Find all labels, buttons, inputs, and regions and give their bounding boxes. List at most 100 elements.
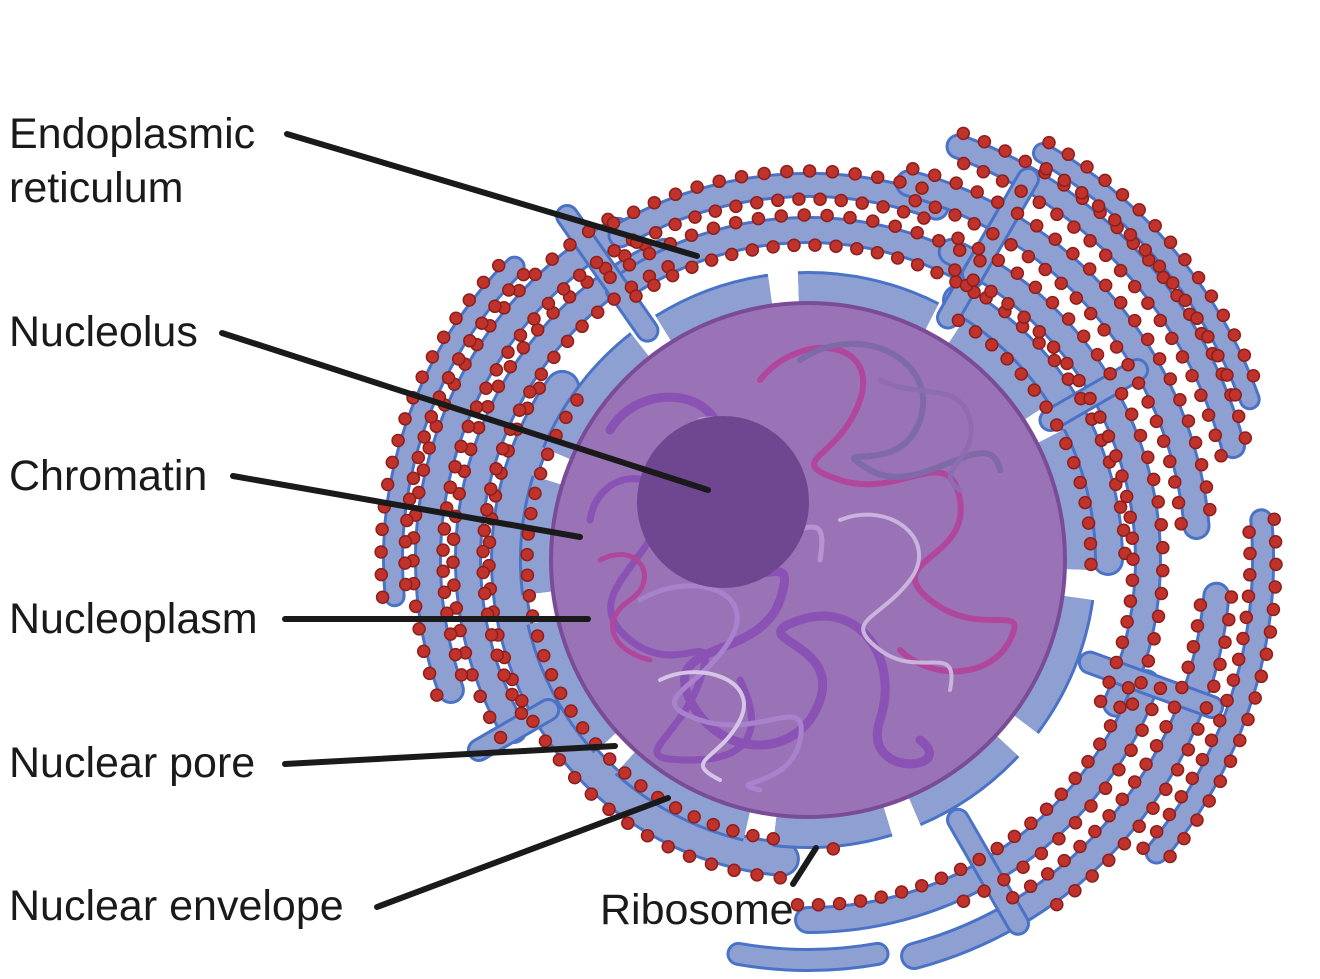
ribosome-dot — [1027, 383, 1042, 397]
ribosome-dot — [1098, 278, 1113, 293]
ribosome-dot — [956, 126, 971, 141]
ribosome-dot — [876, 200, 890, 214]
ribosome-dot — [1227, 328, 1242, 342]
er-sheet — [385, 258, 523, 605]
ribosome-dot — [1151, 609, 1166, 624]
ribosome-dot — [476, 544, 490, 559]
ribosome-dot — [1098, 248, 1113, 263]
label-nucleoplasm: Nucleoplasm — [9, 595, 258, 643]
ribosome-dot — [928, 200, 943, 215]
ribosome-dot — [1083, 536, 1098, 551]
ribosome-dot — [1016, 860, 1030, 874]
ribosome-dot — [1190, 813, 1204, 827]
ribosome-dot — [1088, 824, 1102, 839]
ribosome-dot — [475, 316, 489, 330]
ribosome-dot — [1093, 694, 1108, 709]
ribosome-dot — [575, 319, 589, 334]
ribosome-dot — [412, 485, 426, 500]
ribosome-dot — [1239, 610, 1254, 625]
nuclear-envelope-segment — [948, 320, 1048, 420]
ribosome-dot — [1163, 454, 1177, 469]
ribosome-dot — [995, 174, 1010, 188]
ribosome-dot — [1121, 681, 1136, 695]
ribosome-dot — [1073, 475, 1087, 490]
ribosome-dot — [618, 766, 632, 780]
ribosome-dot — [1066, 246, 1080, 261]
ribosome-dot — [380, 477, 395, 492]
ribosome-dot — [1241, 712, 1255, 727]
ribosome-dot — [997, 872, 1011, 887]
ribosome-dot — [454, 668, 469, 682]
ribosome-dot — [745, 243, 760, 257]
ribosome-dot — [952, 243, 967, 257]
ribosome-dot — [1102, 853, 1116, 868]
ribosome-dot — [728, 215, 743, 230]
ribosome-dot — [1175, 680, 1189, 695]
ribosome-dot — [1127, 775, 1142, 789]
ribosome-dot — [602, 752, 617, 766]
er-bridge — [1080, 653, 1222, 717]
ribosome-dot — [750, 868, 764, 882]
ribosome-dot — [1214, 449, 1228, 463]
ribosome-dot — [553, 686, 568, 700]
ribosome-dot — [751, 211, 766, 226]
ribosome-dot — [489, 461, 503, 476]
er-sheet — [1035, 145, 1258, 408]
ribosome-dot — [853, 894, 868, 908]
ribosome-dot — [477, 586, 492, 601]
er-sheet — [940, 240, 1159, 715]
ribosome-dot — [1226, 673, 1241, 687]
ribosome-dot — [1052, 831, 1066, 846]
ribosome-dot — [874, 890, 888, 904]
ribosome-dot — [1154, 586, 1169, 601]
ribosome-dot — [1103, 366, 1117, 381]
er-sheet — [948, 136, 1243, 457]
ribosome-dot — [1127, 313, 1142, 328]
ribosome-dot — [1125, 531, 1140, 545]
ribosome-dot — [1159, 782, 1173, 797]
ribosome-dot — [647, 195, 662, 210]
ribosome-dot — [1038, 262, 1052, 277]
ribosome-dot — [1032, 324, 1047, 339]
ribosome-dot — [1204, 733, 1219, 748]
ribosome-dot — [1194, 457, 1209, 472]
ribosome-dot — [1259, 647, 1274, 661]
ribosome-dot — [1127, 279, 1142, 294]
ribosome-dot — [951, 231, 965, 246]
ribosome-dot — [991, 253, 1006, 268]
ribosome-dot — [1024, 816, 1038, 831]
ribosome-dot — [501, 345, 515, 359]
ribosome-dot — [488, 299, 502, 314]
ribosome-dot — [1246, 369, 1261, 383]
ribosome-dot — [1146, 801, 1160, 815]
ribosome-dot — [1175, 350, 1190, 364]
chromatin-leader-line — [230, 473, 583, 540]
ribosome-dot — [398, 577, 413, 592]
ribosome-dot — [391, 433, 405, 448]
ribosome-dot — [513, 328, 528, 342]
er-sheet — [897, 172, 1208, 537]
ribosome-dot — [1194, 388, 1208, 403]
ribosome-dot — [415, 370, 429, 384]
ribosome-dot — [1112, 762, 1126, 777]
ribosome-dot — [493, 730, 508, 745]
ribosome-dot — [1136, 841, 1150, 855]
ribosome-dot — [1125, 573, 1140, 587]
ribosome-dot — [1141, 395, 1155, 409]
ribosome-dot — [575, 721, 590, 735]
ribosome-dot — [855, 196, 869, 210]
ribosome-dot — [949, 176, 963, 190]
ribosome-dot — [1117, 836, 1132, 851]
ribosome-dot — [640, 828, 655, 843]
ribosome-dot — [834, 193, 848, 208]
ribosome-dot — [725, 247, 739, 262]
ribosome-dot — [1131, 376, 1146, 390]
ribosome-dot — [481, 399, 495, 414]
ribosome-dot — [621, 816, 635, 830]
ribosome-dot — [1243, 568, 1257, 582]
ribosome-dot — [1132, 819, 1146, 834]
nuclear-envelope-segment — [798, 274, 938, 331]
ribosome-dot — [1236, 631, 1250, 646]
ribosome-dot — [1090, 347, 1105, 362]
nucleoplasm — [549, 301, 1067, 819]
